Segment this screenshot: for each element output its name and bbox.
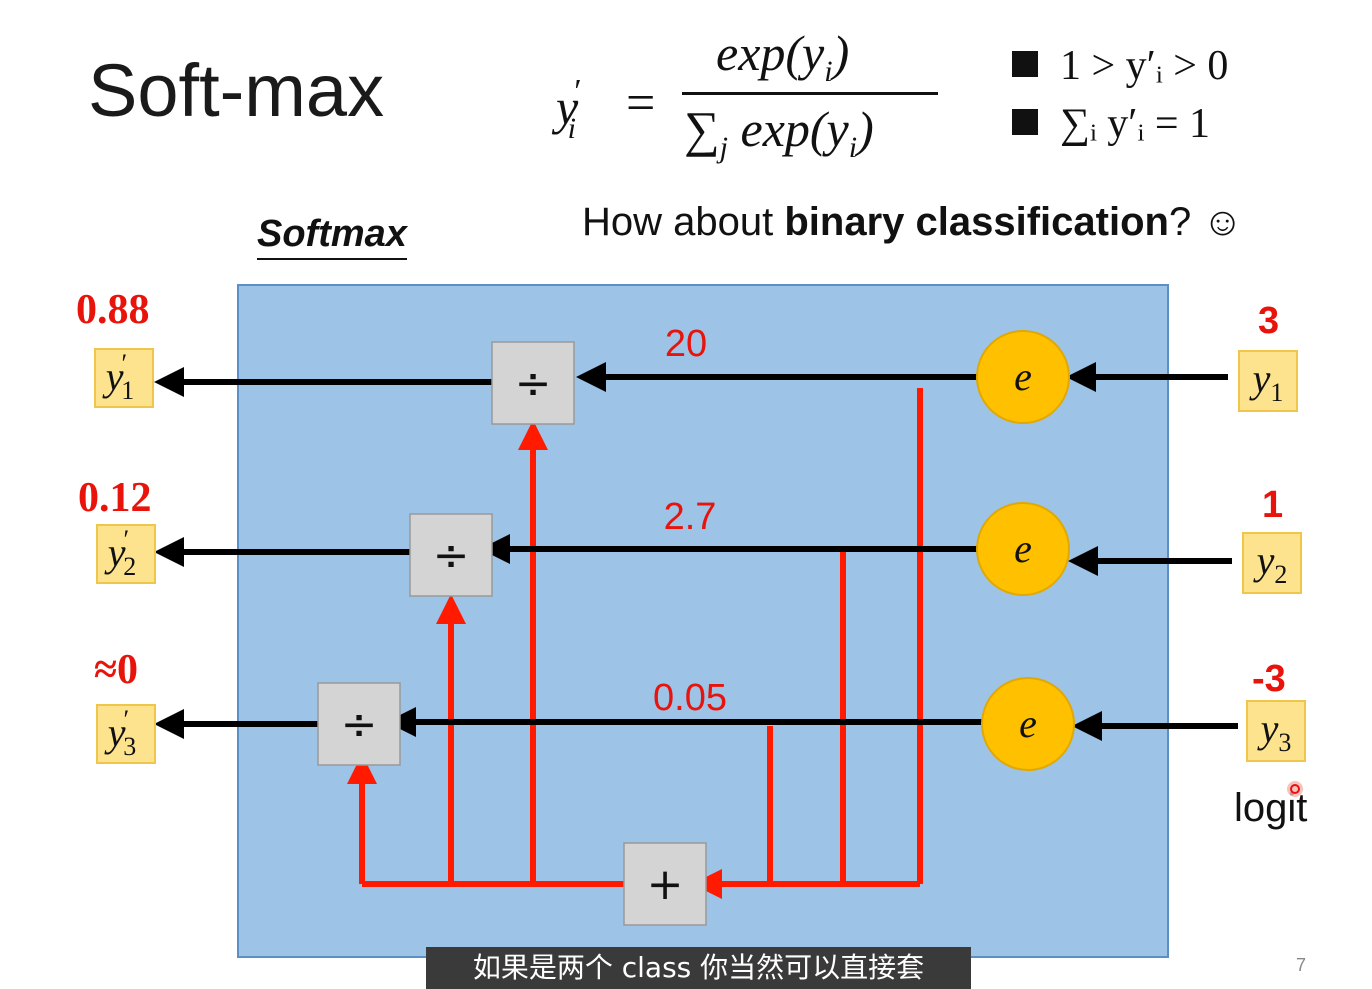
exp-value-3: 0.05 xyxy=(653,677,727,719)
output-value-1: 0.88 xyxy=(76,287,150,333)
property-range: 1 > y′ᵢ > 0 xyxy=(1012,42,1228,90)
output-box-1: y′1 xyxy=(94,348,154,408)
divide-box-3 xyxy=(317,682,401,766)
input-box-2: y2 xyxy=(1242,532,1302,594)
cursor-dot-icon xyxy=(1287,781,1303,797)
formula-lhs: y′i xyxy=(556,73,582,145)
output-value-3: ≈0 xyxy=(94,647,139,693)
input-arrows xyxy=(1066,362,1238,741)
binary-question: How about binary classification? ☺ xyxy=(582,200,1244,244)
input-box-3: y3 xyxy=(1246,700,1306,762)
exp-arrows xyxy=(386,362,982,737)
output-box-2: y′2 xyxy=(96,524,156,584)
bullet-square-icon xyxy=(1012,109,1038,135)
formula-numerator: exp(yi) xyxy=(716,25,850,88)
exp-node-2-label: e xyxy=(1014,526,1032,571)
divide-box-2 xyxy=(409,513,493,597)
exp-node-1 xyxy=(976,330,1070,424)
input-value-3: -3 xyxy=(1252,658,1286,700)
exp-value-1: 20 xyxy=(665,323,707,365)
divide-symbol-2: ÷ xyxy=(433,530,470,581)
divide-symbol-3: ÷ xyxy=(341,699,378,750)
bullet-square-icon xyxy=(1012,51,1038,77)
formula-equals: = xyxy=(626,75,656,132)
exp-node-2 xyxy=(976,502,1070,596)
formula-fraction-bar xyxy=(682,92,938,95)
output-box-3: y′3 xyxy=(96,704,156,764)
sum-symbol: + xyxy=(647,859,684,910)
property-sum: ∑ᵢ y′ᵢ = 1 xyxy=(1012,100,1210,148)
divide-box-1 xyxy=(491,341,575,425)
diagram-subtitle: Softmax xyxy=(257,212,407,260)
exp-node-1-label: e xyxy=(1014,354,1032,399)
exp-node-3-label: e xyxy=(1019,701,1037,746)
input-value-1: 3 xyxy=(1258,300,1280,342)
slide-title: Soft-max xyxy=(88,49,385,132)
input-box-1: y1 xyxy=(1238,350,1298,412)
exp-node-3 xyxy=(981,677,1075,771)
divide-symbol-1: ÷ xyxy=(515,358,552,409)
formula-denominator: ∑j exp(yi) xyxy=(684,101,874,164)
exp-value-2: 2.7 xyxy=(664,496,717,538)
sum-network xyxy=(347,388,923,899)
sum-box xyxy=(623,842,707,926)
output-arrows xyxy=(154,367,492,739)
page-number: 7 xyxy=(1296,955,1307,975)
output-value-2: 0.12 xyxy=(78,475,152,521)
subtitle-caption: 如果是两个 class 你当然可以直接套 xyxy=(426,947,971,989)
input-value-2: 1 xyxy=(1262,484,1284,526)
softmax-formula: y′i = exp(yi) ∑j exp(yi) xyxy=(556,25,956,180)
